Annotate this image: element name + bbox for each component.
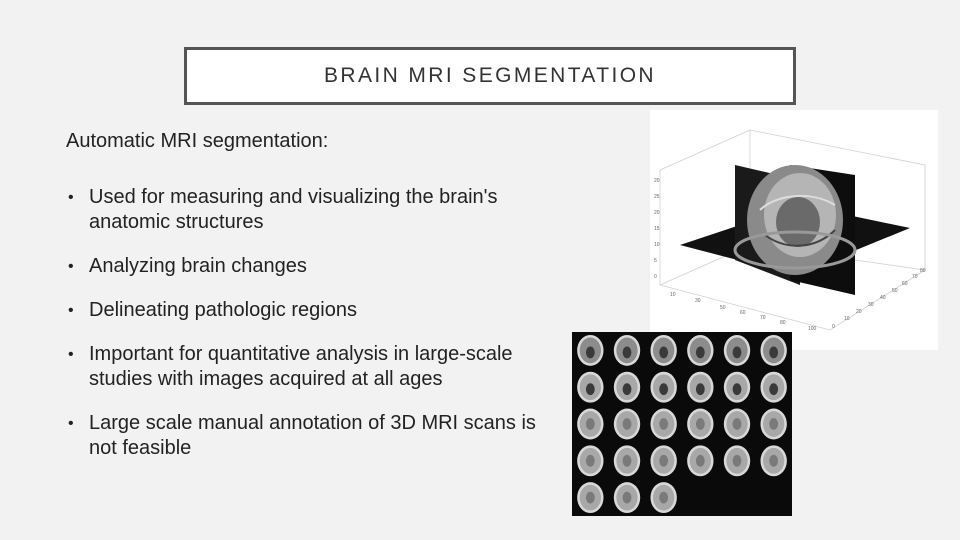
mri-slice <box>577 445 604 477</box>
intro-text: Automatic MRI segmentation: <box>66 130 329 152</box>
bullet-text: Used for measuring and visualizing the b… <box>89 186 498 233</box>
mri-3d-volume-figure: 20 25 20 15 10 5 0 10 30 50 60 70 80 100… <box>650 110 938 350</box>
mri-slice <box>760 445 787 477</box>
tick-label: 70 <box>912 274 918 280</box>
bullet-item: • Used for measuring and visualizing the … <box>66 185 556 235</box>
bullet-item: • Analyzing brain changes <box>66 254 556 279</box>
tick-label: 30 <box>868 302 874 308</box>
mri-slice <box>577 482 604 514</box>
tick-label: 5 <box>654 258 657 264</box>
left-axis-ticks: 20 25 20 15 10 5 0 <box>654 178 660 280</box>
tick-label: 80 <box>920 268 926 274</box>
tick-label: 70 <box>760 315 766 321</box>
tick-label: 60 <box>740 310 746 316</box>
mri-slice-montage-svg <box>577 334 787 514</box>
mri-slice <box>613 334 641 366</box>
brain-core <box>776 197 820 247</box>
mri-slice-montage-figure <box>572 332 792 516</box>
mri-slice <box>650 371 677 403</box>
bottom-axis-ticks: 10 30 50 60 70 80 100 <box>670 292 817 332</box>
mri-slice <box>577 371 604 403</box>
mri-slice <box>723 371 751 403</box>
mri-slice <box>650 445 677 477</box>
mri-slice <box>613 482 641 514</box>
tick-label: 10 <box>844 316 850 322</box>
bullet-dot: • <box>68 415 74 432</box>
bullet-text: Important for quantitative analysis in l… <box>89 343 513 390</box>
mri-slice <box>577 408 604 440</box>
tick-label: 25 <box>654 194 660 200</box>
title-box: BRAIN MRI SEGMENTATION <box>184 47 796 105</box>
bullet-dot: • <box>68 189 74 206</box>
tick-label: 20 <box>856 309 862 315</box>
mri-slice <box>723 445 751 477</box>
mri-slice <box>687 445 714 477</box>
tick-label: 20 <box>654 178 660 184</box>
bullet-dot: • <box>68 302 74 319</box>
tick-label: 40 <box>880 295 886 301</box>
mri-slice <box>760 334 787 366</box>
bullet-text: Delineating pathologic regions <box>89 299 357 321</box>
bullet-list: • Used for measuring and visualizing the … <box>66 185 556 480</box>
tick-label: 30 <box>695 298 701 304</box>
tick-label: 10 <box>654 242 660 248</box>
mri-slice <box>650 482 677 514</box>
mri-slice <box>760 371 787 403</box>
slide-title: BRAIN MRI SEGMENTATION <box>323 64 657 87</box>
mri-3d-volume-svg: 20 25 20 15 10 5 0 10 30 50 60 70 80 100… <box>654 129 926 332</box>
tick-label: 60 <box>902 281 908 287</box>
bullet-dot: • <box>68 346 74 363</box>
mri-slice <box>723 408 751 440</box>
mri-slice <box>650 408 677 440</box>
tick-label: 10 <box>670 292 676 298</box>
bullet-item: • Important for quantitative analysis in … <box>66 342 556 392</box>
tick-label: 15 <box>654 226 660 232</box>
mri-slice <box>687 408 714 440</box>
mri-slice <box>613 445 641 477</box>
bullet-text: Analyzing brain changes <box>89 255 307 277</box>
mri-slice <box>687 334 714 366</box>
mri-slice <box>577 334 604 366</box>
tick-label: 0 <box>654 274 657 280</box>
mri-slice <box>613 408 641 440</box>
tick-label: 20 <box>654 210 660 216</box>
mri-slice <box>613 371 641 403</box>
right-axis-ticks: 0 10 20 30 40 50 60 70 80 <box>832 268 926 330</box>
tick-label: 0 <box>832 324 835 330</box>
bullet-item: • Delineating pathologic regions <box>66 298 556 323</box>
brain-fold <box>759 194 836 211</box>
mri-slice <box>723 334 751 366</box>
mri-slice <box>687 371 714 403</box>
mri-slice <box>760 408 787 440</box>
bullet-text: Large scale manual annotation of 3D MRI … <box>89 412 536 459</box>
tick-label: 50 <box>892 288 898 294</box>
bullet-item: • Large scale manual annotation of 3D MRI… <box>66 411 556 461</box>
tick-label: 80 <box>780 320 786 326</box>
bullet-dot: • <box>68 258 74 275</box>
tick-label: 100 <box>808 326 817 332</box>
tick-label: 50 <box>720 305 726 311</box>
axial-brain-ring <box>733 230 857 270</box>
mri-slice <box>650 334 677 366</box>
